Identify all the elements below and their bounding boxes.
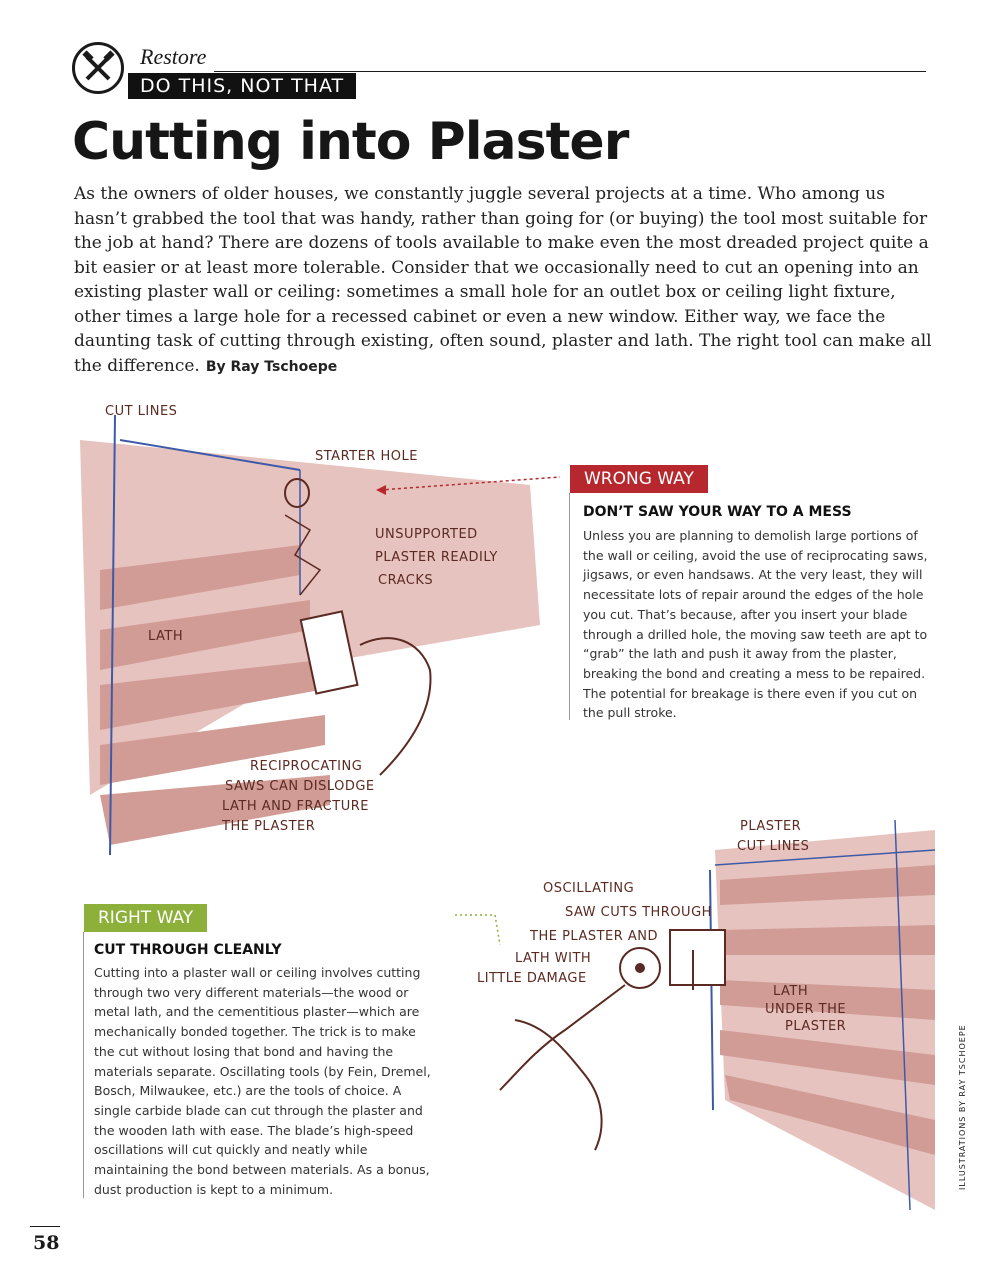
label-recip-3: LATH AND FRACTURE [222, 799, 369, 814]
right-way-title: CUT THROUGH CLEANLY [94, 942, 282, 958]
folio-rule [30, 1226, 60, 1227]
label-plaster-1: PLASTER [740, 819, 801, 834]
header-rule [214, 71, 926, 72]
page-title: Cutting into Plaster [72, 112, 629, 172]
label-recip-4: THE PLASTER [221, 819, 315, 834]
illustration-credit: ILLUSTRATIONS BY RAY TSCHOEPE [958, 1024, 967, 1190]
right-way-body: Cutting into a plaster wall or ceiling i… [94, 965, 431, 1197]
crossed-hammer-icon [72, 42, 124, 94]
label-osc-2: SAW CUTS THROUGH [565, 905, 712, 920]
label-lath-1: LATH [773, 984, 808, 999]
label-lath-2: UNDER THE [765, 1002, 846, 1017]
label-recip-2: SAWS CAN DISLODGE [225, 779, 375, 794]
label-plaster-2: CUT LINES [737, 839, 809, 854]
label-recip-1: RECIPROCATING [250, 759, 362, 774]
label-starter-hole: STARTER HOLE [315, 449, 418, 464]
wrong-way-title: DON’T SAW YOUR WAY TO A MESS [583, 504, 852, 520]
label-unsupported-1: UNSUPPORTED [375, 527, 478, 542]
label-lath-3: PLASTER [785, 1019, 846, 1034]
label-unsupported-2: PLASTER READILY [375, 550, 498, 565]
label-lath: LATH [148, 629, 183, 644]
label-osc-4: LATH WITH [515, 951, 591, 966]
label-unsupported-3: CRACKS [378, 573, 433, 588]
page-number: 58 [33, 1232, 60, 1254]
wrong-way-body: Unless you are planning to demolish larg… [583, 528, 928, 721]
wrong-way-illustration: CUT LINES STARTER HOLE UNSUPPORTED PLAST… [80, 404, 560, 856]
section-label: Restore [140, 44, 207, 69]
label-cut-lines: CUT LINES [105, 404, 177, 419]
wrong-way-rule [569, 493, 570, 720]
right-way-rule [83, 932, 84, 1198]
wrong-way-tag: WRONG WAY [570, 465, 708, 493]
right-way-tag: RIGHT WAY [84, 904, 208, 932]
label-osc-3: THE PLASTER AND [529, 929, 658, 944]
label-osc-1: OSCILLATING [543, 881, 634, 896]
intro-paragraph: As the owners of older houses, we consta… [74, 182, 936, 379]
intro-text: As the owners of older houses, we consta… [74, 184, 932, 376]
right-way-illustration: PLASTER CUT LINES OSCILLATING SAW CUTS T… [455, 819, 936, 1211]
label-osc-5: LITTLE DAMAGE [477, 971, 587, 986]
kicker: DO THIS, NOT THAT [128, 73, 357, 99]
byline: By Ray Tschoepe [205, 358, 338, 375]
